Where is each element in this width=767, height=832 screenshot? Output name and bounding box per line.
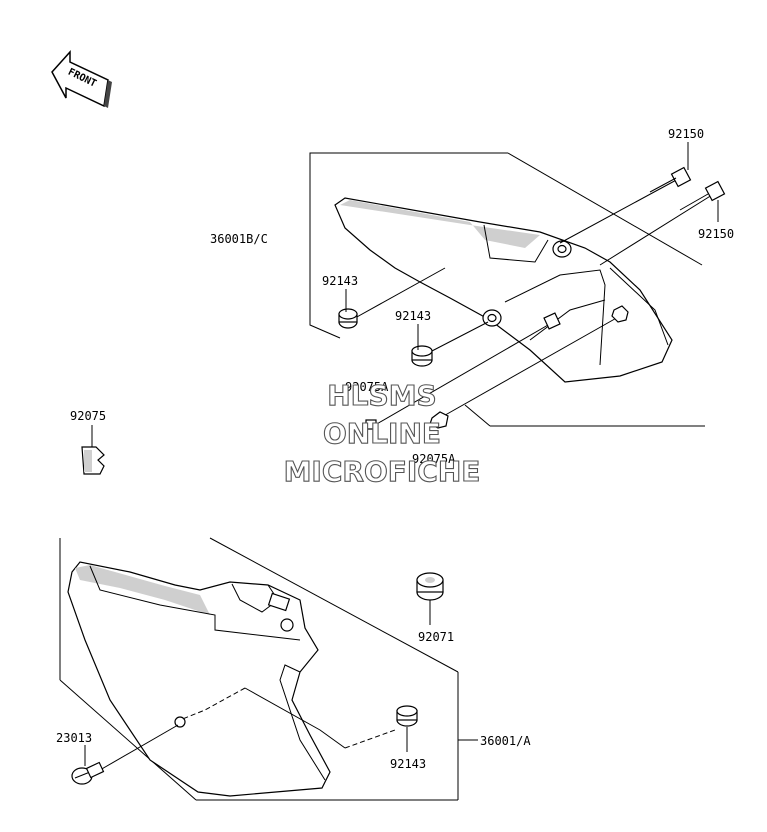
upper-side-cover — [334, 197, 673, 383]
upper-collar-1 — [338, 267, 446, 329]
loose-clip — [81, 425, 105, 475]
watermark-line-3: MICROFICHE — [284, 455, 481, 488]
grommet — [416, 572, 444, 625]
watermark-line-1: HLSMS — [327, 379, 436, 412]
upper-clip — [543, 312, 561, 330]
lower-collar — [179, 687, 418, 752]
upper-collar-2 — [411, 321, 489, 367]
upper-bolt-2 — [599, 180, 726, 266]
lower-assembly — [59, 537, 478, 801]
upper-assembly — [309, 152, 726, 430]
label-upper-cover: 36001B/C — [210, 232, 268, 246]
label-lower-collar: 92143 — [390, 757, 426, 771]
label-upper-clip: 92075A — [345, 380, 389, 394]
upper-bolt-1 — [559, 166, 692, 244]
label-lower-cover: 36001/A — [480, 734, 531, 748]
lower-fastener — [71, 716, 186, 785]
label-loose-clip: 92075 — [70, 409, 106, 423]
upper-nut — [611, 305, 629, 323]
watermark: HLSMS ONLINE MICROFICHE — [283, 378, 481, 488]
label-upper-collar-2: 92143 — [395, 309, 431, 323]
label-grommet: 92071 — [418, 630, 454, 644]
label-upper-bolt-1: 92150 — [668, 127, 704, 141]
upper-bracket-line — [309, 152, 508, 339]
label-upper-nut: 92075A — [412, 452, 456, 466]
label-upper-bolt-2: 92150 — [698, 227, 734, 241]
label-upper-collar-1: 92143 — [322, 274, 358, 288]
watermark-line-2: ONLINE — [323, 417, 441, 450]
front-arrow-icon: FRONT — [51, 50, 112, 108]
lower-side-cover — [67, 561, 331, 797]
label-lower-fastener: 23013 — [56, 731, 92, 745]
